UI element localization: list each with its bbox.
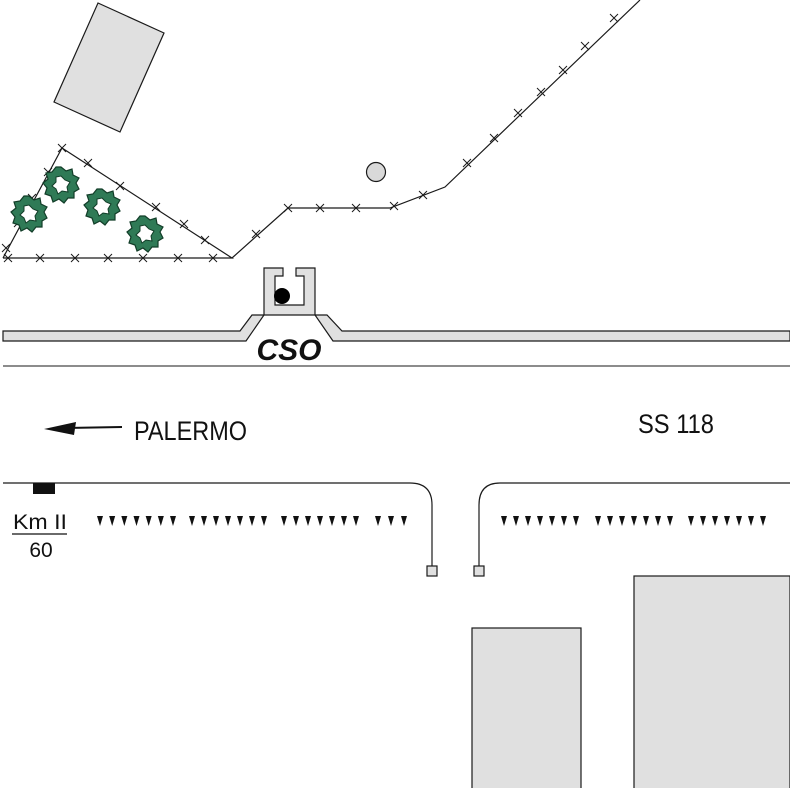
guardrail-spike — [595, 516, 601, 526]
fence-cross-marker — [103, 253, 113, 263]
guardrail-spike — [513, 516, 519, 526]
km-marker-value: 60 — [29, 539, 52, 562]
guardrail-spike — [760, 516, 766, 526]
fence-cross-marker — [283, 203, 293, 213]
guardrail-spike — [655, 516, 661, 526]
guardrail-spike — [643, 516, 649, 526]
fence-cross-marker — [251, 229, 261, 239]
fence-cross-marker — [3, 253, 13, 263]
fence-cross-marker — [351, 203, 361, 213]
guardrail-spike — [145, 516, 152, 526]
guardrail-spike — [281, 516, 287, 526]
guardrail-spike — [712, 516, 718, 526]
guardrail-spike — [724, 516, 730, 526]
fence-cross-marker — [315, 203, 325, 213]
guardrail-spike — [237, 516, 243, 526]
guardrail-spike — [667, 516, 673, 526]
guardrail-spike — [201, 516, 207, 526]
guardrail-spike — [549, 516, 555, 526]
fence-cross-marker — [558, 65, 568, 75]
guardrail-spike — [607, 516, 613, 526]
guardrail-spike — [736, 516, 742, 526]
guardrail-spike — [688, 516, 694, 526]
fence-cross-marker — [83, 158, 93, 168]
road-name-label: SS 118 — [638, 409, 714, 439]
guardrail-spike — [375, 516, 381, 526]
tree-icon — [10, 195, 48, 233]
guardrail-east — [478, 482, 790, 566]
guardrail-west — [3, 482, 433, 566]
guardrail-spike — [700, 516, 706, 526]
guardrail-spike — [501, 516, 507, 526]
fence-cross-marker — [173, 253, 183, 263]
fence-cross-marker — [151, 202, 161, 212]
fence-cross-marker — [418, 190, 428, 200]
fence-cross-marker — [389, 201, 399, 211]
guardrail-spike — [170, 516, 176, 526]
fence-cross-marker — [208, 253, 218, 263]
fence-cross-marker — [489, 133, 499, 143]
tree-icon — [83, 188, 121, 226]
guardrail-spike — [388, 516, 394, 526]
guardrail-spike — [109, 516, 116, 526]
building-south-large — [633, 575, 790, 788]
guardrail-spike — [631, 516, 637, 526]
guardrail-spike — [189, 516, 195, 526]
guardrail-spike — [249, 516, 255, 526]
guardrail-spike — [225, 516, 231, 526]
guardrail-spike — [293, 516, 299, 526]
guardrail-spike — [329, 516, 335, 526]
fence-cross-marker — [580, 41, 590, 51]
fence-cross-marker — [179, 219, 189, 229]
guardrail-spike — [561, 516, 567, 526]
guardrail-spike — [353, 516, 359, 526]
cso-road — [2, 314, 266, 342]
station-structure — [263, 267, 316, 316]
guardrail-spike — [157, 516, 164, 526]
guardrail-end-post — [473, 565, 485, 577]
fence-cross-marker — [536, 87, 546, 97]
guardrail-spike — [305, 516, 311, 526]
guardrail-spike — [401, 516, 407, 526]
km-marker-label: Km II — [13, 511, 67, 534]
guardrail-spike — [121, 516, 128, 526]
building-south-small — [471, 627, 582, 788]
fence-cross-marker — [462, 158, 472, 168]
guardrail-end-post — [426, 565, 438, 577]
fence-cross-marker — [609, 13, 619, 23]
guardrail-spike — [748, 516, 754, 526]
guardrail-spike — [619, 516, 625, 526]
fence-cross-marker — [35, 253, 45, 263]
direction-label: PALERMO — [134, 416, 247, 446]
km-marker-post — [33, 483, 55, 494]
arrow-left-icon — [44, 422, 123, 435]
cso-road-east — [313, 314, 790, 342]
fence-cross-marker — [138, 253, 148, 263]
guardrail-spike — [525, 516, 531, 526]
guardrail-spike — [341, 516, 347, 526]
tree-icon — [126, 215, 164, 253]
guardrail-spike — [317, 516, 323, 526]
fence-cross-marker — [200, 235, 210, 245]
fence-markers — [1, 13, 619, 263]
guardrail-spike — [261, 516, 267, 526]
well-dot-icon — [274, 288, 290, 304]
fence-cross-marker — [513, 108, 523, 118]
guardrail-spike — [133, 516, 140, 526]
guardrail-spike — [213, 516, 219, 526]
guardrail-spike — [537, 516, 543, 526]
fence-cross-marker — [115, 181, 125, 191]
fence-cross-marker — [70, 253, 80, 263]
well-circle — [365, 161, 387, 183]
site-code-label: CSO — [256, 334, 321, 367]
fence-cross-marker — [1, 243, 11, 253]
fence-cross-marker — [57, 143, 67, 153]
fence-main — [231, 0, 641, 259]
building-north — [53, 2, 165, 133]
guardrail-spike — [573, 516, 579, 526]
tree-icon — [42, 166, 80, 204]
guardrail-spike — [97, 516, 103, 526]
